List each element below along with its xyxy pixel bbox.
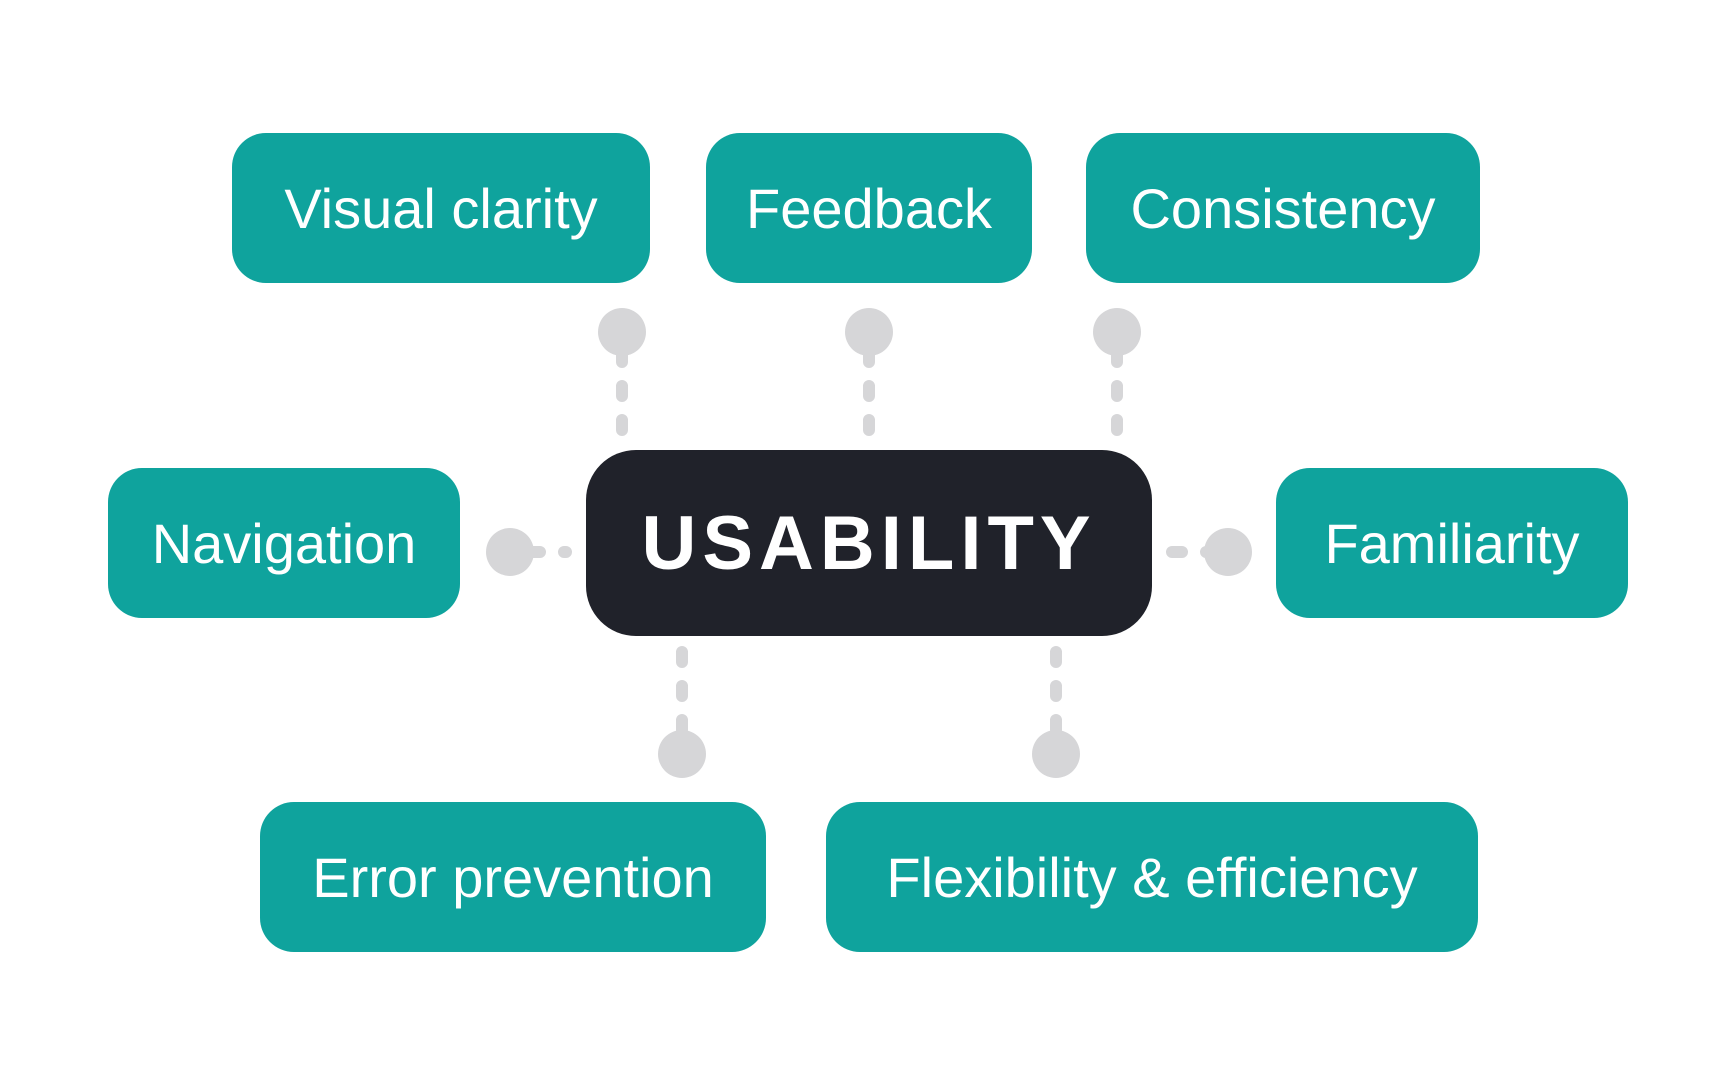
connector-dot-familiarity [1204, 528, 1252, 576]
center-node-usability: USABILITY [586, 450, 1152, 636]
connector-dot-flexibility-efficiency [1032, 730, 1080, 778]
node-navigation: Navigation [108, 468, 460, 618]
connector-dot-navigation [486, 528, 534, 576]
connector-dot-feedback [845, 308, 893, 356]
node-consistency: Consistency [1086, 133, 1480, 283]
node-flexibility-efficiency: Flexibility & efficiency [826, 802, 1478, 952]
connector-dot-consistency [1093, 308, 1141, 356]
node-error-prevention: Error prevention [260, 802, 766, 952]
connector-dot-visual-clarity [598, 308, 646, 356]
node-visual-clarity: Visual clarity [232, 133, 650, 283]
node-familiarity: Familiarity [1276, 468, 1628, 618]
node-feedback: Feedback [706, 133, 1032, 283]
connector-dot-error-prevention [658, 730, 706, 778]
